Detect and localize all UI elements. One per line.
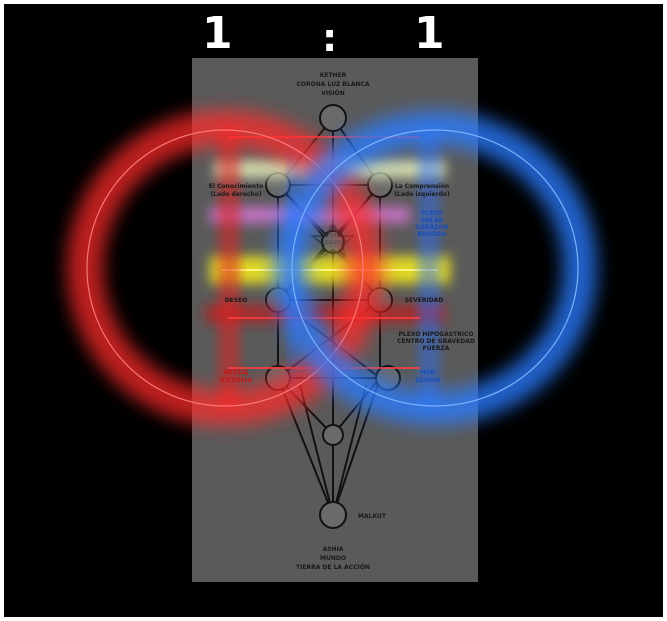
label-right-heart-2: SOLAR (421, 217, 444, 224)
tiferet-circle (321, 230, 345, 254)
ratio-right-number: 1 (414, 8, 445, 59)
ratio-left-number: 1 (202, 8, 233, 59)
label-right-heart-3: CORAZÓN (415, 224, 448, 231)
label-heart-3: BELLEZA (322, 240, 345, 246)
blue-pillar (418, 125, 440, 410)
label-bottom-2: MUNDO (320, 555, 346, 562)
label-right-heart-1: PLEXO (421, 210, 443, 217)
label-right-upper-1: La Comprensión (395, 183, 449, 190)
label-right-lower-2: CENTRO DE GRAVEDAD (397, 338, 475, 345)
label-malkut: MALKUT (358, 513, 387, 520)
label-left-bottom-2: VICTORIA (220, 377, 252, 384)
blue-ring-core (291, 129, 579, 407)
red-pillar (218, 125, 240, 410)
yesod-circle (322, 424, 344, 446)
malkut-circle (319, 501, 347, 529)
red-band (205, 305, 445, 323)
red-ring-glow (67, 110, 383, 426)
label-left-upper-1: El Conocimiento (209, 183, 263, 190)
label-right-mid: SEVERIDAD (405, 297, 444, 304)
label-heart-1: SOL (328, 226, 338, 232)
red-ring-core (86, 129, 364, 407)
blue-ring-glow (273, 111, 597, 425)
label-left-upper-2: (Lado derecho) (210, 191, 261, 198)
label-top-3: VISIÓN (321, 90, 345, 97)
label-bottom-1: ASHIA (323, 546, 344, 553)
label-right-lower-3: FUERZA (423, 345, 450, 352)
label-heart-2: TIFERET (322, 233, 344, 239)
label-left-mid: DESEO (225, 297, 248, 304)
label-right-bottom-2: GLORIA (415, 377, 440, 384)
label-bottom-3: TIERRA DE LA ACCIÓN (296, 564, 370, 571)
label-right-lower-1: PLEXO HIPOGÁSTRICO (398, 331, 473, 338)
label-right-bottom-1: HOD (420, 369, 435, 376)
label-left-bottom-1: NETZAJ (224, 369, 248, 376)
label-right-upper-2: (Lado izquierdo) (394, 191, 450, 198)
label-right-heart-4: BONDAD (417, 231, 446, 238)
kether-circle (319, 104, 347, 132)
tree-labels: KETHER CORONA LUZ BLANCA VISIÓN El Conoc… (209, 72, 475, 571)
label-top-2: CORONA LUZ BLANCA (296, 81, 369, 88)
ratio-separator: : (322, 16, 338, 60)
label-top-1: KETHER (320, 72, 347, 79)
